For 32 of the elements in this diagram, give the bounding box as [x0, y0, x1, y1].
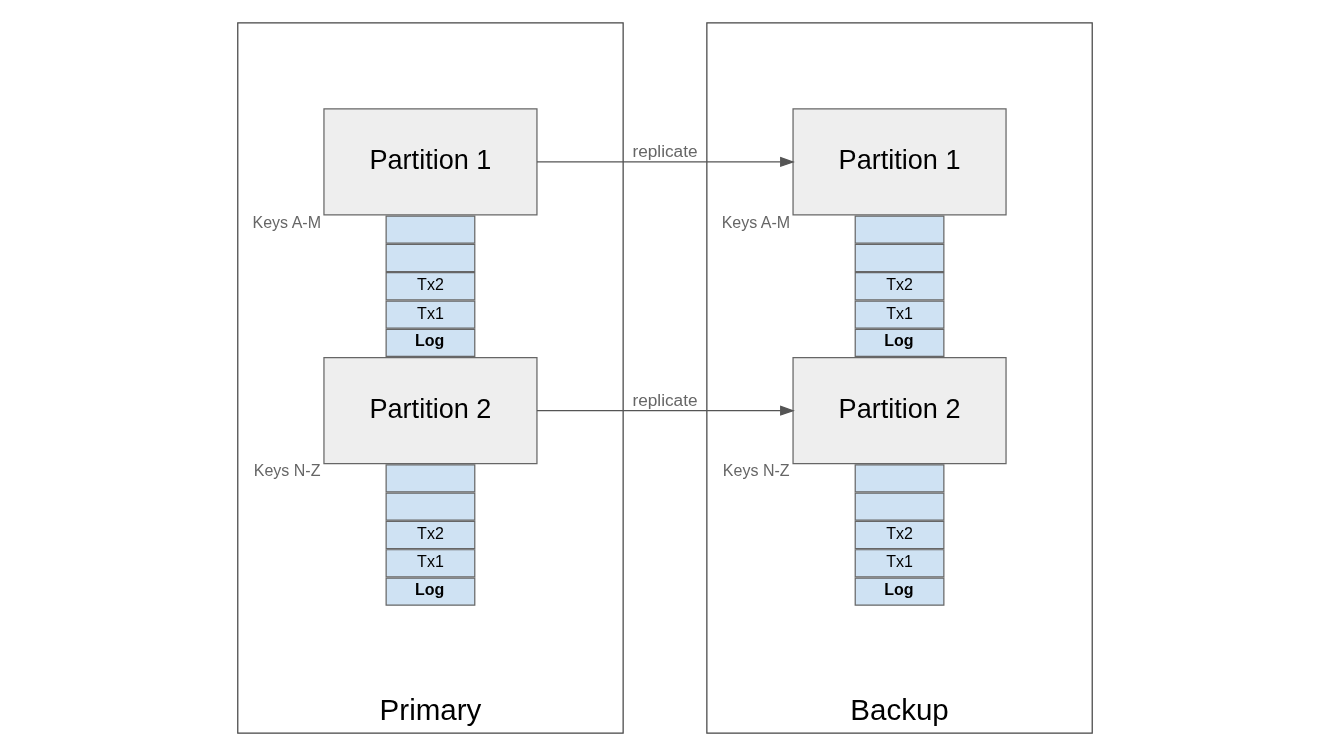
- node-box: Partition 1: [323, 108, 538, 216]
- node-label: Keys A-M: [252, 213, 322, 231]
- arrow: [536, 405, 795, 416]
- node-box: [854, 464, 945, 493]
- node-box: [854, 243, 945, 273]
- node-box: Log: [854, 577, 945, 606]
- edge-label: replicate: [632, 141, 698, 162]
- node-box: Tx2: [854, 272, 945, 301]
- node-box: Log: [385, 328, 476, 358]
- arrow: [536, 156, 795, 168]
- node-label: Keys N-Z: [722, 462, 790, 480]
- node-box: [385, 464, 476, 493]
- node-box: [385, 492, 476, 521]
- node-box: Tx2: [854, 520, 945, 550]
- node-box: Tx2: [385, 272, 476, 301]
- node-box: Log: [854, 328, 945, 358]
- node-box: Tx2: [385, 520, 476, 550]
- node-box: Tx1: [385, 300, 476, 329]
- node-box: Partition 1: [792, 108, 1007, 216]
- node-box: Tx1: [854, 300, 945, 329]
- node-label: Keys A-M: [721, 213, 791, 231]
- node-box: [854, 215, 945, 244]
- node-box: [385, 215, 476, 244]
- node-box: Log: [385, 577, 476, 606]
- node-box: Partition 2: [323, 357, 538, 465]
- node-box: Tx1: [385, 549, 476, 578]
- edge-label: replicate: [632, 389, 698, 410]
- node-box: [854, 492, 945, 521]
- node-label: Keys N-Z: [253, 462, 321, 480]
- node-box: Partition 2: [792, 357, 1007, 465]
- node-box: Tx1: [854, 549, 945, 578]
- node-box: [385, 243, 476, 273]
